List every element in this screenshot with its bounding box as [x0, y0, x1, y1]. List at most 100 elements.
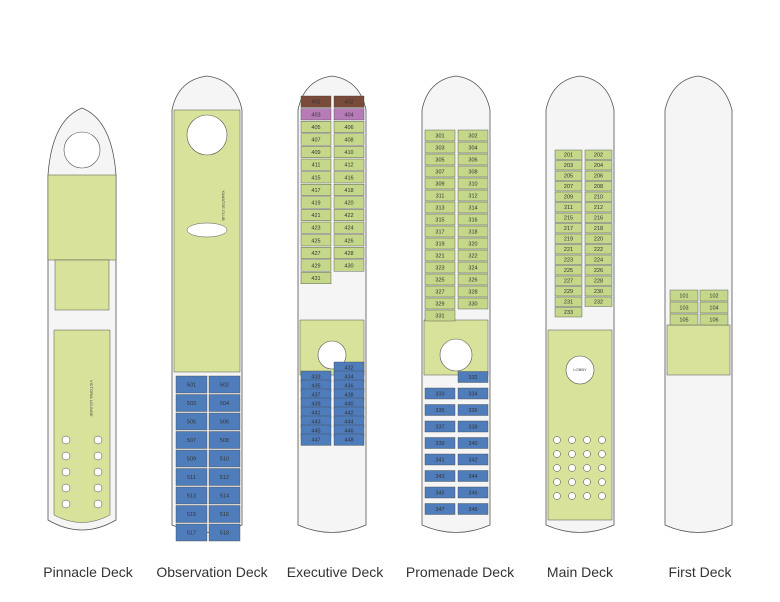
cabin-number: 216	[594, 216, 603, 222]
cabin-number: 336	[468, 408, 477, 414]
cabin-box	[457, 129, 489, 142]
cabin-box	[584, 181, 613, 192]
cabin: 506	[208, 412, 241, 431]
cabin-box	[424, 273, 456, 286]
cabin-number: 307	[435, 169, 444, 175]
cabin: 314	[457, 201, 489, 214]
cabin-box	[300, 234, 332, 247]
cabin: 328	[457, 285, 489, 298]
cabin-number: 319	[435, 241, 444, 247]
cabin: 517	[175, 523, 208, 542]
cabin-number: 416	[344, 175, 353, 181]
cabin-number: 305	[435, 157, 444, 163]
cabin-number: 434	[344, 375, 353, 381]
cabin-box	[424, 420, 456, 433]
cabin-number: 443	[311, 420, 320, 426]
cabin-box	[300, 120, 332, 133]
cabin: 401	[300, 95, 332, 108]
cabin: 303	[424, 141, 456, 154]
cabin: 513	[175, 486, 208, 505]
cabin-number: 304	[468, 145, 477, 151]
cabin-number: 311	[436, 193, 445, 199]
pinnacle-deck: VICTORIA LOUNGE	[47, 107, 117, 531]
cabin-number: 224	[594, 258, 603, 264]
cabin-box	[457, 285, 489, 298]
cabin: 419	[300, 196, 332, 209]
cabin-box	[175, 431, 208, 449]
cabin-box	[333, 95, 365, 108]
cabin-number: 423	[311, 226, 320, 232]
cabin-box	[457, 225, 489, 238]
cabin-number: 314	[468, 205, 477, 211]
cabin-box	[457, 453, 489, 466]
cabin: 304	[457, 141, 489, 154]
cabin-box	[424, 285, 456, 298]
cabin-number: 406	[344, 125, 353, 131]
cabin-box	[554, 170, 583, 181]
cabin-number: 334	[468, 391, 477, 397]
cabin: 402	[333, 95, 365, 108]
cabin-box	[333, 158, 365, 171]
cabin: 207	[554, 181, 583, 192]
cabin: 429	[300, 259, 332, 272]
cabin-number: 322	[468, 253, 477, 259]
deck-label-executive: Executive Deck	[286, 564, 384, 580]
main-lobby-label: LOBBY	[573, 367, 587, 372]
cabin-number: 344	[468, 474, 477, 480]
cabin: 507	[175, 431, 208, 449]
cabin-number: 202	[594, 153, 603, 159]
cabin: 233	[554, 307, 583, 318]
cabin-box	[300, 221, 332, 234]
cabin-box	[584, 265, 613, 276]
cabin-number: 317	[435, 229, 444, 235]
cabin-box	[457, 371, 489, 383]
cabin-box	[584, 202, 613, 213]
cabin-box	[424, 309, 456, 322]
cabin-number: 345	[435, 490, 444, 496]
cabin: 301	[424, 129, 456, 142]
cabin: 312	[457, 189, 489, 202]
cabin-number: 229	[564, 289, 573, 295]
cabin-box	[457, 237, 489, 250]
cabin: 406	[333, 120, 365, 133]
table-icon	[553, 464, 561, 472]
cabin-number: 313	[435, 205, 444, 211]
cabin-box	[175, 486, 208, 505]
cabin-number: 328	[468, 289, 477, 295]
cabin-number: 409	[311, 150, 320, 156]
cabin-box	[300, 146, 332, 158]
cabin: 410	[333, 146, 365, 158]
cabin-number: 346	[468, 490, 477, 496]
cabin: 348	[457, 503, 489, 515]
cabin: 448	[333, 433, 365, 446]
first-hull	[664, 75, 733, 533]
cabin-box	[208, 449, 241, 468]
cabin: 424	[333, 221, 365, 234]
deck-label-first: First Deck	[668, 564, 732, 580]
cabin: 302	[457, 129, 489, 142]
cabin: 102	[699, 289, 729, 302]
cabin: 311	[424, 189, 456, 202]
cabin-number: 217	[564, 226, 573, 232]
table-icon	[568, 450, 576, 458]
cabin: 320	[457, 237, 489, 250]
cabin: 316	[457, 213, 489, 226]
cabin-number: 517	[187, 530, 196, 536]
cabin-box	[300, 272, 332, 284]
table-icon	[93, 499, 103, 509]
cabin-box	[424, 297, 456, 310]
cabin-box	[554, 212, 583, 223]
cabin-number: 503	[187, 401, 196, 407]
cabin-number: 436	[344, 384, 353, 390]
cabin-box	[457, 404, 489, 416]
cabin-number: 302	[468, 133, 477, 139]
cabin: 323	[424, 261, 456, 274]
table-icon	[61, 499, 71, 509]
cabin-number: 444	[344, 420, 353, 426]
cabin-box	[333, 209, 365, 221]
